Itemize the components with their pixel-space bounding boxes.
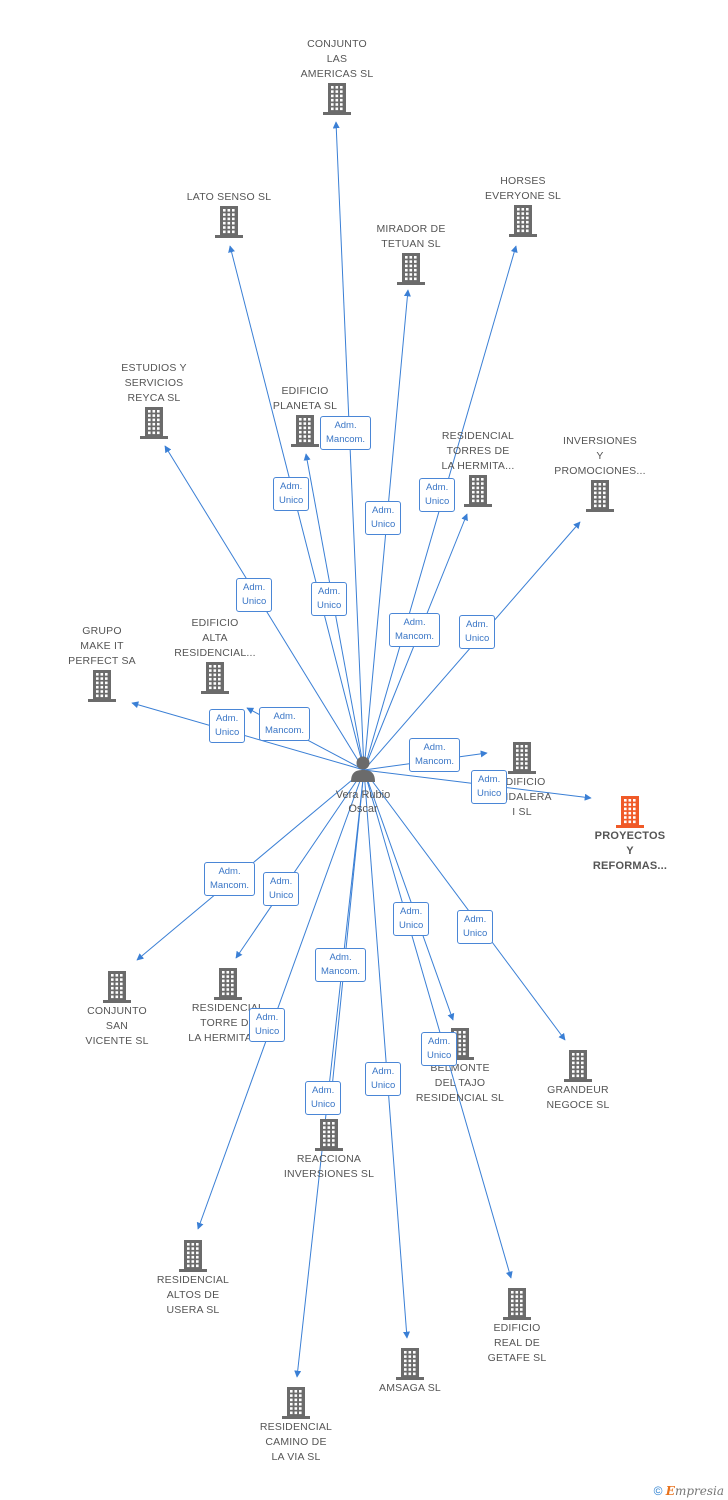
building-icon <box>564 1050 592 1082</box>
role-label-edificio-real-getafe: Adm. Unico <box>421 1032 458 1066</box>
company-node-lato-senso[interactable]: LATO SENSO SL <box>169 190 289 239</box>
company-node-estudios-reyca[interactable]: ESTUDIOS Y SERVICIOS REYCA SL <box>94 361 214 440</box>
role-label-inversiones-promociones: Adm. Unico <box>459 615 496 649</box>
building-icon <box>103 971 131 1003</box>
company-label: AMSAGA SL <box>379 1382 441 1394</box>
edge-amsaga <box>363 769 411 1339</box>
role-label-lato-senso: Adm. Unico <box>273 477 310 511</box>
role-label-conjunto-san-vicente: Adm. Mancom. <box>204 862 256 896</box>
company-label: RESIDENCIAL CAMINO DE LA VIA SL <box>259 1421 333 1463</box>
person-name: Vera Rubio Oscar <box>335 789 391 815</box>
company-node-conjunto-americas[interactable]: CONJUNTO LAS AMERICAS SL <box>277 37 397 116</box>
company-label: HORSES EVERYONE SL <box>484 175 562 202</box>
building-icon <box>586 480 614 512</box>
company-label: RESIDENCIAL ALTOS DE USERA SL <box>156 1274 230 1316</box>
company-node-reacciona-inversiones[interactable]: REACCIONA INVERSIONES SL <box>269 1118 389 1182</box>
building-icon <box>214 968 242 1000</box>
building-icon <box>503 1288 531 1320</box>
edge-grandeur-negoce <box>363 769 566 1041</box>
building-icon <box>616 796 644 828</box>
company-node-conjunto-san-vicente[interactable]: CONJUNTO SAN VICENTE SL <box>57 970 177 1049</box>
building-icon <box>396 1348 424 1380</box>
role-label-residencial-torres-hermita: Adm. Mancom. <box>389 613 441 647</box>
person-icon <box>351 756 375 782</box>
building-icon <box>88 670 116 702</box>
company-node-proyectos-reformas[interactable]: PROYECTOS Y REFORMAS... <box>570 795 690 874</box>
role-label-residencial-altos-usera: Adm. Unico <box>249 1008 286 1042</box>
role-label-horses-everyone: Adm. Unico <box>419 478 456 512</box>
role-label-proyectos-reformas: Adm. Unico <box>471 770 508 804</box>
company-node-residencial-torres-hermita[interactable]: RESIDENCIAL TORRES DE LA HERMITA... <box>418 429 538 508</box>
company-node-edificio-real-getafe[interactable]: EDIFICIO REAL DE GETAFE SL <box>457 1287 577 1366</box>
company-label: INVERSIONES Y PROMOCIONES... <box>554 435 646 477</box>
company-node-edificio-alta[interactable]: EDIFICIO ALTA RESIDENCIAL... <box>155 616 275 695</box>
role-label-reacciona-inversiones: Adm. Mancom. <box>315 948 367 982</box>
company-node-edificio-ondalera[interactable]: EDIFICIO ONDALERA I SL <box>462 741 582 820</box>
edge-residencial-camino-via <box>294 769 365 1378</box>
company-label: ESTUDIOS Y SERVICIOS REYCA SL <box>121 362 187 404</box>
company-node-residencial-camino-via[interactable]: RESIDENCIAL CAMINO DE LA VIA SL <box>236 1386 356 1465</box>
building-icon <box>509 205 537 237</box>
building-icon <box>464 475 492 507</box>
building-icon <box>282 1387 310 1419</box>
company-node-residencial-altos-usera[interactable]: RESIDENCIAL ALTOS DE USERA SL <box>133 1239 253 1318</box>
edge-residencial-torre-hermita <box>235 769 365 959</box>
edge-grupo-make-it <box>131 701 365 771</box>
building-icon <box>215 206 243 238</box>
role-label-conjunto-americas: Adm. Mancom. <box>320 416 372 450</box>
building-icon <box>315 1119 343 1151</box>
building-icon <box>397 253 425 285</box>
company-label: REACCIONA INVERSIONES SL <box>283 1153 375 1180</box>
role-label-belmonte-tajo: Adm. Unico <box>393 902 430 936</box>
company-label: RESIDENCIAL TORRES DE LA HERMITA... <box>441 430 515 472</box>
role-label-grupo-make-it: Adm. Unico <box>209 709 246 743</box>
center-person[interactable]: Vera Rubio Oscar <box>330 753 396 816</box>
role-label-residencial-torre-hermita: Adm. Unico <box>263 872 300 906</box>
role-label-estudios-reyca: Adm. Unico <box>236 578 273 612</box>
company-node-amsaga[interactable]: AMSAGA SL <box>350 1347 470 1396</box>
company-label: EDIFICIO ONDALERA I SL <box>492 776 552 818</box>
company-node-inversiones-promociones[interactable]: INVERSIONES Y PROMOCIONES... <box>540 434 660 513</box>
company-label: MIRADOR DE TETUAN SL <box>376 223 446 250</box>
footer-brand: © Empresia <box>654 1484 724 1498</box>
company-node-edificio-planeta[interactable]: EDIFICIO PLANETA SL <box>245 384 365 448</box>
company-node-mirador-tetuan[interactable]: MIRADOR DE TETUAN SL <box>351 222 471 286</box>
building-icon <box>323 83 351 115</box>
company-label: CONJUNTO SAN VICENTE SL <box>85 1005 149 1047</box>
role-label-edificio-planeta: Adm. Unico <box>311 582 348 616</box>
edge-belmonte-tajo <box>363 769 455 1021</box>
company-label: GRUPO MAKE IT PERFECT SA <box>68 625 136 667</box>
building-icon <box>201 662 229 694</box>
copyright-symbol: © <box>653 1484 663 1498</box>
role-label-mirador-tetuan: Adm. Unico <box>365 501 402 535</box>
company-node-grupo-make-it[interactable]: GRUPO MAKE IT PERFECT SA <box>42 624 162 703</box>
role-label-edificio-ondalera: Adm. Mancom. <box>409 738 461 772</box>
role-label-amsaga: Adm. Unico <box>365 1062 402 1096</box>
role-label-grandeur-negoce: Adm. Unico <box>457 910 494 944</box>
company-label: EDIFICIO ALTA RESIDENCIAL... <box>174 617 256 659</box>
company-node-belmonte-tajo[interactable]: BELMONTE DEL TAJO RESIDENCIAL SL <box>400 1027 520 1106</box>
building-icon <box>140 407 168 439</box>
edge-reacciona-inversiones <box>329 769 365 1089</box>
role-label-edificio-alta: Adm. Mancom. <box>259 707 311 741</box>
building-icon <box>508 742 536 774</box>
company-label: CONJUNTO LAS AMERICAS SL <box>300 38 374 80</box>
brand-logo: Empresia <box>665 1484 724 1498</box>
company-label: PROYECTOS Y REFORMAS... <box>592 830 668 872</box>
company-label: LATO SENSO SL <box>186 191 272 203</box>
edge-edificio-real-getafe <box>363 769 513 1279</box>
role-label-residencial-camino-via: Adm. Unico <box>305 1081 342 1115</box>
company-node-grandeur-negoce[interactable]: GRANDEUR NEGOCE SL <box>518 1049 638 1113</box>
company-node-horses-everyone[interactable]: HORSES EVERYONE SL <box>463 174 583 238</box>
company-label: EDIFICIO PLANETA SL <box>272 385 338 412</box>
company-label: BELMONTE DEL TAJO RESIDENCIAL SL <box>415 1062 505 1104</box>
company-label: GRANDEUR NEGOCE SL <box>546 1084 610 1111</box>
edge-residencial-altos-usera <box>196 769 365 1230</box>
company-label: EDIFICIO REAL DE GETAFE SL <box>487 1322 547 1364</box>
building-icon <box>179 1240 207 1272</box>
building-icon <box>291 415 319 447</box>
